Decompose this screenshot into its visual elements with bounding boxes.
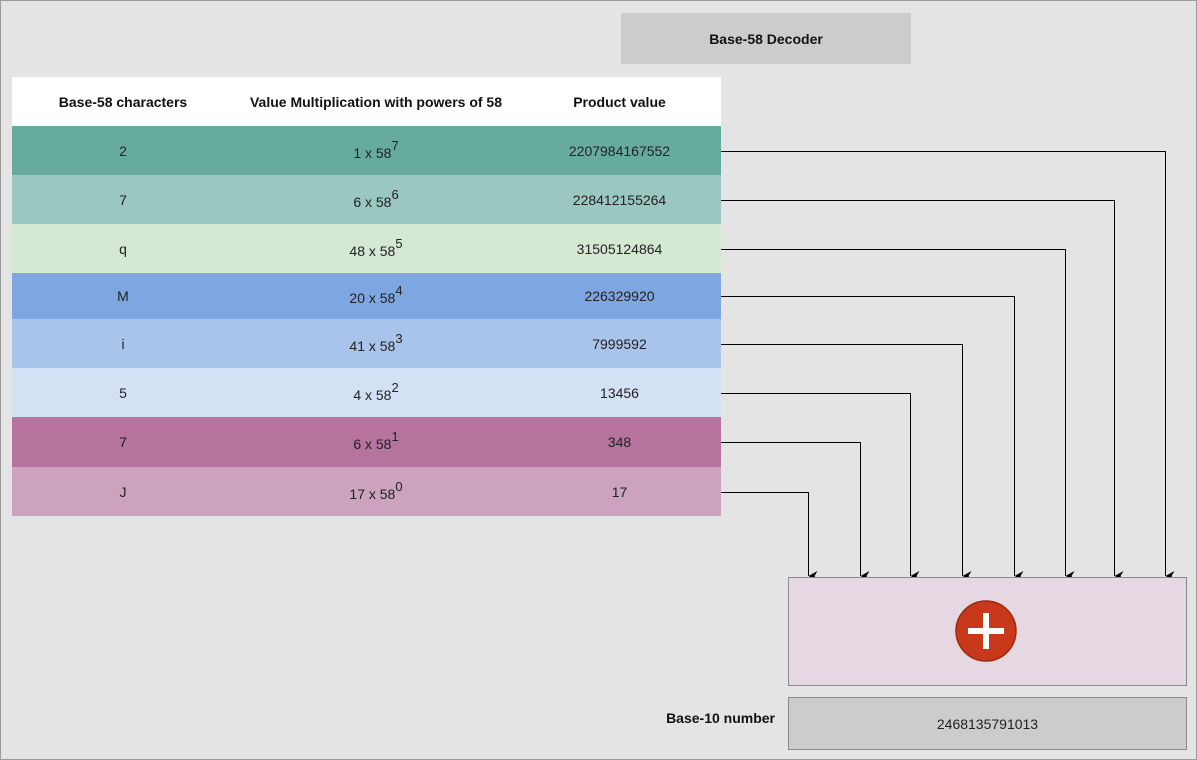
header-characters: Base-58 characters bbox=[58, 93, 188, 110]
table-header-row: Base-58 characters Value Multiplication … bbox=[12, 77, 721, 126]
power-exponent: 6 bbox=[391, 186, 399, 202]
result-label: Base-10 number bbox=[666, 710, 775, 726]
power-exponent: 7 bbox=[391, 137, 399, 153]
multiplication-cell: 6 x 581 bbox=[234, 429, 518, 452]
product-cell: 348 bbox=[607, 434, 632, 450]
multiplication-base: 6 x 58 bbox=[353, 193, 392, 210]
product-cell: 7999592 bbox=[592, 335, 647, 352]
plus-circle-icon bbox=[955, 600, 1017, 662]
power-exponent: 3 bbox=[395, 330, 403, 346]
multiplication-cell: 48 x 585 bbox=[234, 235, 518, 259]
character-cell: 7 bbox=[119, 191, 127, 208]
power-exponent: 4 bbox=[395, 283, 403, 299]
multiplication-base: 6 x 58 bbox=[353, 436, 392, 452]
multiplication-cell: 6 x 586 bbox=[234, 186, 518, 210]
table-row: 5 4 x 582 13456 bbox=[12, 368, 721, 417]
multiplication-cell: 4 x 582 bbox=[234, 379, 518, 403]
character-cell: i bbox=[121, 335, 125, 352]
table-row: 2 1 x 587 2207984167552 bbox=[12, 126, 721, 175]
table-row: i 41 x 583 7999592 bbox=[12, 319, 721, 368]
sum-box bbox=[788, 577, 1187, 686]
table-row: q 48 x 585 31505124864 bbox=[12, 224, 721, 273]
multiplication-base: 48 x 58 bbox=[349, 242, 396, 259]
multiplication-base: 41 x 58 bbox=[349, 337, 396, 354]
table-row: J 17 x 580 17 bbox=[12, 467, 721, 516]
multiplication-cell: 1 x 587 bbox=[234, 137, 518, 161]
multiplication-base: 1 x 58 bbox=[353, 144, 392, 161]
header-product: Product value bbox=[573, 93, 666, 110]
table-row: 7 6 x 581 348 bbox=[12, 417, 721, 467]
product-cell: 17 bbox=[611, 483, 628, 500]
character-cell: 7 bbox=[119, 434, 127, 450]
character-cell: q bbox=[119, 240, 127, 257]
multiplication-base: 20 x 58 bbox=[349, 290, 396, 306]
header-multiplication: Value Multiplication with powers of 58 bbox=[249, 93, 503, 110]
diagram-title: Base-58 Decoder bbox=[621, 13, 911, 64]
character-cell: M bbox=[117, 288, 129, 304]
multiplication-cell: 41 x 583 bbox=[234, 330, 518, 354]
product-cell: 31505124864 bbox=[576, 240, 663, 257]
power-exponent: 0 bbox=[395, 478, 403, 494]
multiplication-base: 17 x 58 bbox=[349, 485, 396, 502]
product-cell: 13456 bbox=[600, 384, 639, 401]
table-row: 7 6 x 586 228412155264 bbox=[12, 175, 721, 224]
multiplication-base: 4 x 58 bbox=[353, 386, 392, 403]
decode-table: Base-58 characters Value Multiplication … bbox=[12, 77, 721, 516]
product-cell: 228412155264 bbox=[572, 191, 667, 208]
multiplication-cell: 17 x 580 bbox=[234, 478, 518, 502]
character-cell: 5 bbox=[119, 384, 127, 401]
power-exponent: 2 bbox=[391, 379, 399, 395]
product-cell: 2207984167552 bbox=[568, 142, 671, 159]
character-cell: J bbox=[119, 483, 127, 500]
multiplication-cell: 20 x 584 bbox=[234, 283, 518, 306]
character-cell: 2 bbox=[119, 142, 127, 159]
power-exponent: 1 bbox=[391, 429, 399, 445]
product-cell: 226329920 bbox=[584, 288, 655, 304]
result-value: 2468135791013 bbox=[788, 697, 1187, 750]
power-exponent: 5 bbox=[395, 235, 403, 251]
table-row: M 20 x 584 226329920 bbox=[12, 273, 721, 319]
